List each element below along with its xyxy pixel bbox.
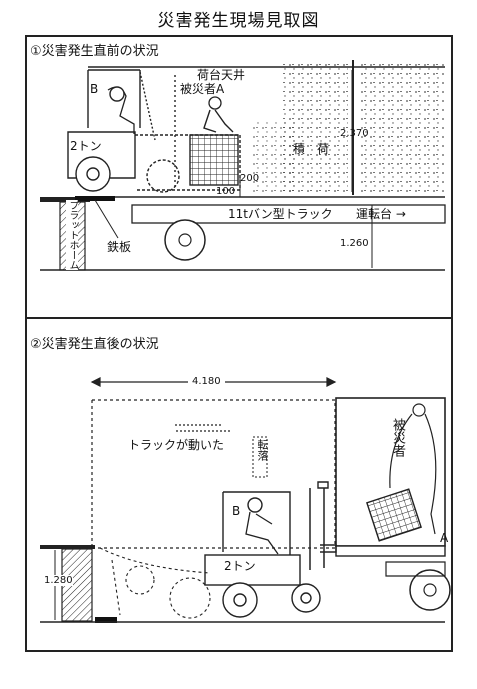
cargo-speckle xyxy=(250,60,445,195)
dim-1280-label: 1.280 xyxy=(44,575,73,586)
truck-chassis xyxy=(131,204,446,224)
diagram-title: 災害発生現場見取図 xyxy=(157,11,320,31)
cab-direction-label: 運転台 → xyxy=(356,207,406,221)
truck-moved-label: トラックが動いた xyxy=(128,438,225,452)
panel1-heading: ①災害発生直前の状況 xyxy=(30,44,159,59)
platform-top xyxy=(40,197,90,202)
steel-plate-label: 鉄板 xyxy=(107,240,132,254)
panel2-heading: ②災害発生直後の状況 xyxy=(30,337,159,352)
fall-arrow-box xyxy=(252,436,268,478)
fall-label: 転落 xyxy=(256,439,269,461)
truck-wheel-1 xyxy=(164,219,206,261)
forklift-ghost-falling xyxy=(99,547,211,619)
forklift-2ton-label-1: 2トン xyxy=(70,139,102,153)
truck-type-label: 11tバン型トラック xyxy=(228,207,333,221)
truck-outline-moved xyxy=(92,399,336,545)
cargo-cage-1 xyxy=(189,96,239,186)
steel-plate xyxy=(75,196,115,201)
operator-b-label-2: B xyxy=(232,504,241,518)
operator-b-label: B xyxy=(90,82,99,96)
dim-2370-label: 2.370 xyxy=(340,128,369,139)
dim-100-label: 100 xyxy=(216,186,236,197)
victim-a-label: 被災者A xyxy=(180,82,225,96)
victim-label: 被災者 xyxy=(390,418,405,457)
dim-1260-label: 1.260 xyxy=(340,238,369,249)
truck-moved-arrow xyxy=(175,424,230,432)
dim-4180-label: 4.180 xyxy=(188,376,225,387)
dim-200-label: 200 xyxy=(240,173,260,184)
cargo-cage-2 xyxy=(366,403,437,542)
forklift-1 xyxy=(67,69,241,193)
steel-plate-2 xyxy=(95,617,117,623)
truck-roof-label: 荷台天井 xyxy=(197,68,246,82)
platform-label: プラットホーム xyxy=(66,200,78,270)
forklift-2ton-label-2: 2トン xyxy=(224,557,256,574)
cargo-label: 積 荷 xyxy=(293,142,330,156)
forklift-2 xyxy=(204,481,337,618)
victim-a-marker: A xyxy=(440,531,449,545)
diagram-frame xyxy=(25,35,453,652)
platform-top-2 xyxy=(40,545,95,549)
panel-divider xyxy=(25,317,453,319)
